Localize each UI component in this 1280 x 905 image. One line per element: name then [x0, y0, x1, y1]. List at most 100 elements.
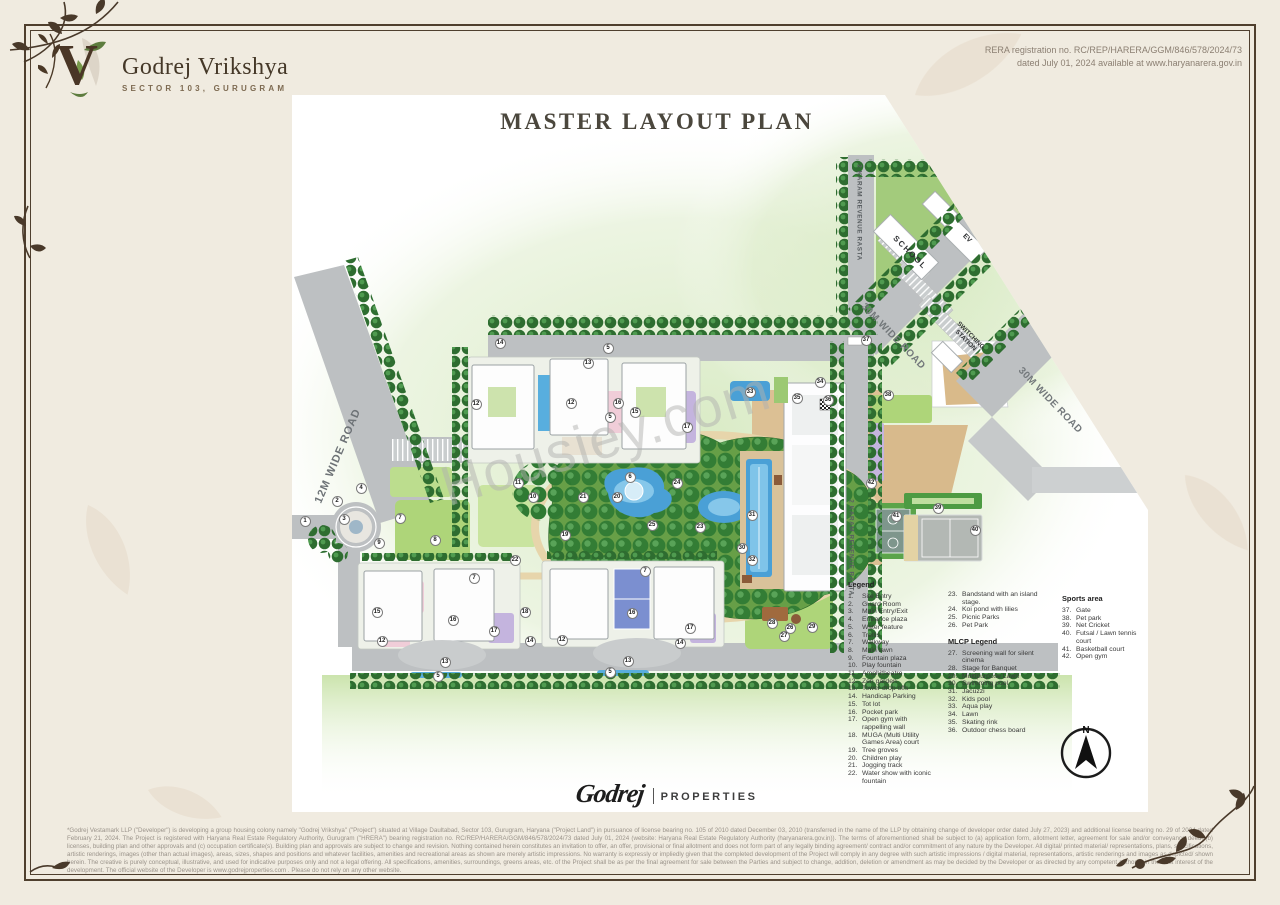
plan-marker-35: 35 — [791, 392, 803, 404]
properties-wordmark: PROPERTIES — [660, 790, 758, 803]
legend-item: 36.Outdoor chess board — [948, 726, 1026, 734]
plan-marker-3: 3 — [338, 513, 350, 525]
plan-marker-14: 14 — [494, 337, 506, 349]
legend-item: 27.Screening wall for silent cinema — [948, 649, 1034, 665]
monogram-letter: V — [56, 32, 98, 97]
plan-marker-5: 5 — [432, 670, 444, 682]
plan-marker-15: 15 — [371, 606, 383, 618]
legend-item: 18.MUGA (Multi Utility Games Area) court — [848, 731, 920, 747]
rera-line-2: dated July 01, 2024 available at www.har… — [1017, 58, 1242, 68]
plan-marker-16: 16 — [612, 397, 624, 409]
plan-marker-16: 16 — [447, 614, 459, 626]
legend-item: 24.Koi pond with lilies — [948, 606, 1018, 614]
legend-item: 29.Multipurpose Lawn — [948, 672, 1020, 680]
plan-marker-17: 17 — [681, 421, 693, 433]
plan-marker-2: 2 — [331, 495, 343, 507]
legend-header: Legend — [848, 580, 875, 589]
legend-item: 2.Guard Room — [848, 600, 901, 608]
plan-marker-28: 28 — [766, 617, 778, 629]
legend-item: 21.Jogging track — [848, 762, 903, 770]
godrej-script-logo: Godrej — [574, 779, 646, 808]
plan-marker-4: 4 — [355, 482, 367, 494]
plan-marker-42: 42 — [865, 477, 877, 489]
plan-marker-39: 39 — [932, 502, 944, 514]
legend-item: 23.Bandstand with an island stage. — [948, 591, 1038, 606]
logo-divider — [652, 788, 654, 804]
plan-marker-26: 26 — [784, 622, 796, 634]
plan-marker-41: 41 — [890, 510, 902, 522]
plan-marker-20: 20 — [611, 491, 623, 503]
plan-marker-11: 11 — [512, 477, 524, 489]
legend-column-mlcp: 23.Bandstand with an island stage.24.Koi… — [948, 591, 1052, 786]
legend-item: 25.Picnic Parks — [948, 614, 1000, 622]
brand-logo: V Godrej Vrikshya SECTOR 103, GURUGRAM — [38, 30, 288, 116]
north-compass-icon: N — [1057, 723, 1115, 786]
plan-marker-33: 33 — [744, 386, 756, 398]
plan-marker-32: 32 — [746, 554, 758, 566]
legend-item: 17.Open gym with rappelling wall — [848, 716, 908, 731]
plan-marker-23: 23 — [694, 521, 706, 533]
legend-item: 14.Handicap Parking — [848, 693, 916, 701]
plan-marker-13: 13 — [439, 656, 451, 668]
plan-marker-37: 37 — [860, 334, 872, 346]
rera-line-1: RERA registration no. RC/REP/HARERA/GGM/… — [984, 45, 1242, 55]
legend-item: 9.Fountain plaza — [848, 654, 907, 662]
plan-marker-34: 34 — [814, 376, 826, 388]
legal-disclaimer: *Godrej Vestamark LLP ("Developer") is d… — [67, 827, 1213, 874]
plan-marker-15: 15 — [629, 406, 641, 418]
legend-item: 11.Amphitheatre — [848, 670, 903, 678]
legend-list-23-26: 23.Bandstand with an island stage.24.Koi… — [948, 591, 1052, 630]
brand-location: SECTOR 103, GURUGRAM — [122, 83, 288, 93]
legend-item: 8.Main lawn — [848, 646, 893, 654]
plan-marker-10: 10 — [527, 491, 539, 503]
plan-marker-21: 21 — [577, 491, 589, 503]
legend-item: 15.Tot lot — [848, 700, 881, 708]
legend-item: 7.Walkway — [848, 639, 889, 647]
legend-item: 1.Site Entry — [848, 593, 892, 600]
mlcp-legend-header: MLCP Legend — [948, 636, 998, 646]
vrikshya-monogram-icon: V — [38, 30, 116, 116]
plan-marker-5: 5 — [604, 666, 616, 678]
map-title: MASTER LAYOUT PLAN — [500, 109, 814, 134]
plan-marker-31: 31 — [746, 509, 758, 521]
plan-marker-14: 14 — [674, 637, 686, 649]
plan-marker-18: 18 — [519, 606, 531, 618]
plan-marker-7: 7 — [639, 565, 651, 577]
plan-marker-27: 27 — [778, 630, 790, 642]
plan-marker-17: 17 — [684, 622, 696, 634]
legend-item: 22.Water show with iconic fountain — [848, 770, 931, 785]
plan-marker-9: 9 — [373, 537, 385, 549]
legend-item: 4.Entrance plaza — [848, 616, 908, 624]
plan-marker-12: 12 — [565, 397, 577, 409]
plan-marker-30: 30 — [736, 542, 748, 554]
plan-marker-13: 13 — [622, 655, 634, 667]
plan-marker-16: 16 — [626, 607, 638, 619]
plan-marker-24: 24 — [671, 477, 683, 489]
plan-marker-5: 5 — [602, 342, 614, 354]
plan-marker-12: 12 — [376, 635, 388, 647]
legend-item: 20.Children play — [848, 754, 902, 762]
plan-marker-38: 38 — [882, 389, 894, 401]
legend-item: 34.Lawn — [948, 711, 979, 719]
plan-marker-17: 17 — [488, 625, 500, 637]
brand-name: Godrej Vrikshya — [122, 53, 289, 80]
plan-marker-13: 13 — [582, 357, 594, 369]
legend-item: 10.Play fountain — [848, 662, 902, 670]
plan-marker-1: 1 — [299, 515, 311, 527]
plan-marker-8: 8 — [429, 534, 441, 546]
plan-marker-12: 12 — [556, 634, 568, 646]
legend-item: 5.Water feature — [848, 623, 903, 631]
plan-marker-7: 7 — [468, 572, 480, 584]
legend-item: 31.Jacuzzi — [948, 688, 985, 696]
legend-item: 13.Tower drop offs — [848, 685, 909, 693]
plan-marker-7: 7 — [394, 512, 406, 524]
plan-marker-12: 12 — [470, 398, 482, 410]
plan-marker-6: 6 — [624, 471, 636, 483]
legend-item: 12.Zen garden — [848, 677, 897, 685]
